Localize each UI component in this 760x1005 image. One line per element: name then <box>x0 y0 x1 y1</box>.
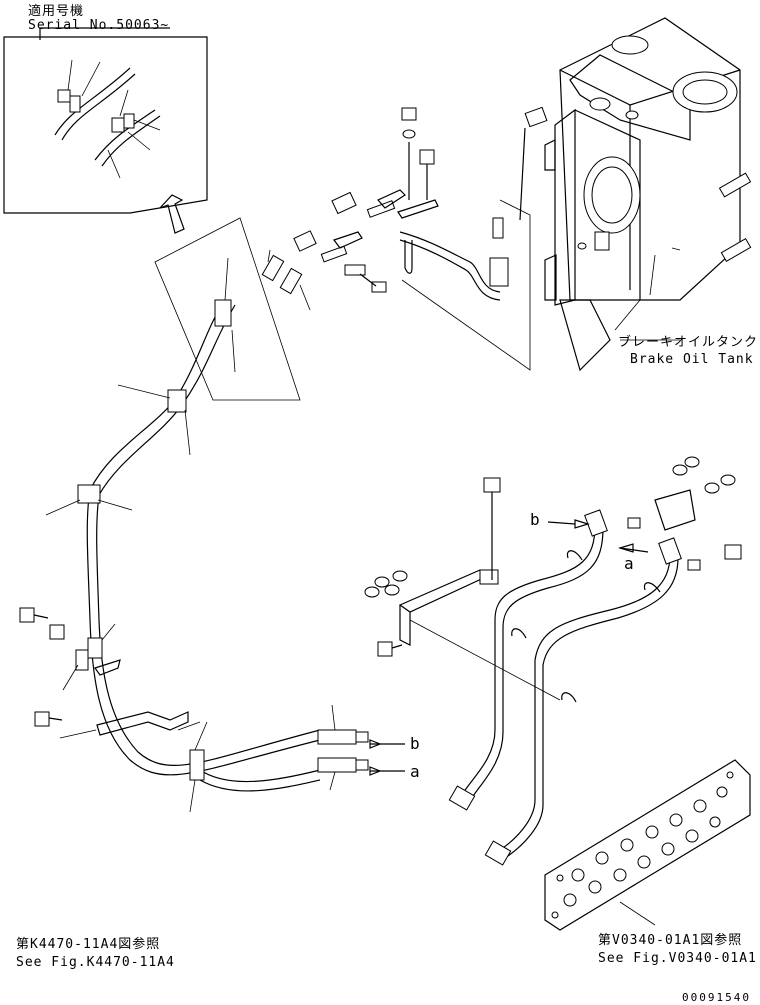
brake-pipes-right <box>364 456 751 931</box>
letter-b-left: b <box>410 734 421 753</box>
main-hose-assembly <box>19 249 369 813</box>
ref-left-en: See Fig.K4470-11A4 <box>16 955 175 970</box>
letter-a-left: a <box>410 762 421 781</box>
ref-right-jp: 第V0340-01A1図参照 <box>598 933 743 948</box>
ref-right-en: See Fig.V0340-01A1 <box>598 951 757 966</box>
zoom-region-outline <box>154 217 301 401</box>
detail-arrow <box>159 194 185 234</box>
tank-label-jp: ブレーキオイルタンク <box>618 335 759 350</box>
tank-label-en: Brake Oil Tank <box>630 352 754 367</box>
letter-b-right: b <box>530 510 541 529</box>
serial-label-jp: 適用号機 <box>28 4 85 19</box>
inset-detail-box <box>3 27 208 214</box>
figure-code: 00091540 <box>682 991 751 1004</box>
valve-fittings <box>293 106 548 371</box>
brake-oil-tank <box>544 17 752 372</box>
serial-label-en: Serial No.50063~ <box>28 18 170 33</box>
letter-a-right: a <box>624 554 635 573</box>
ref-left-jp: 第K4470-11A4図参照 <box>16 937 161 952</box>
